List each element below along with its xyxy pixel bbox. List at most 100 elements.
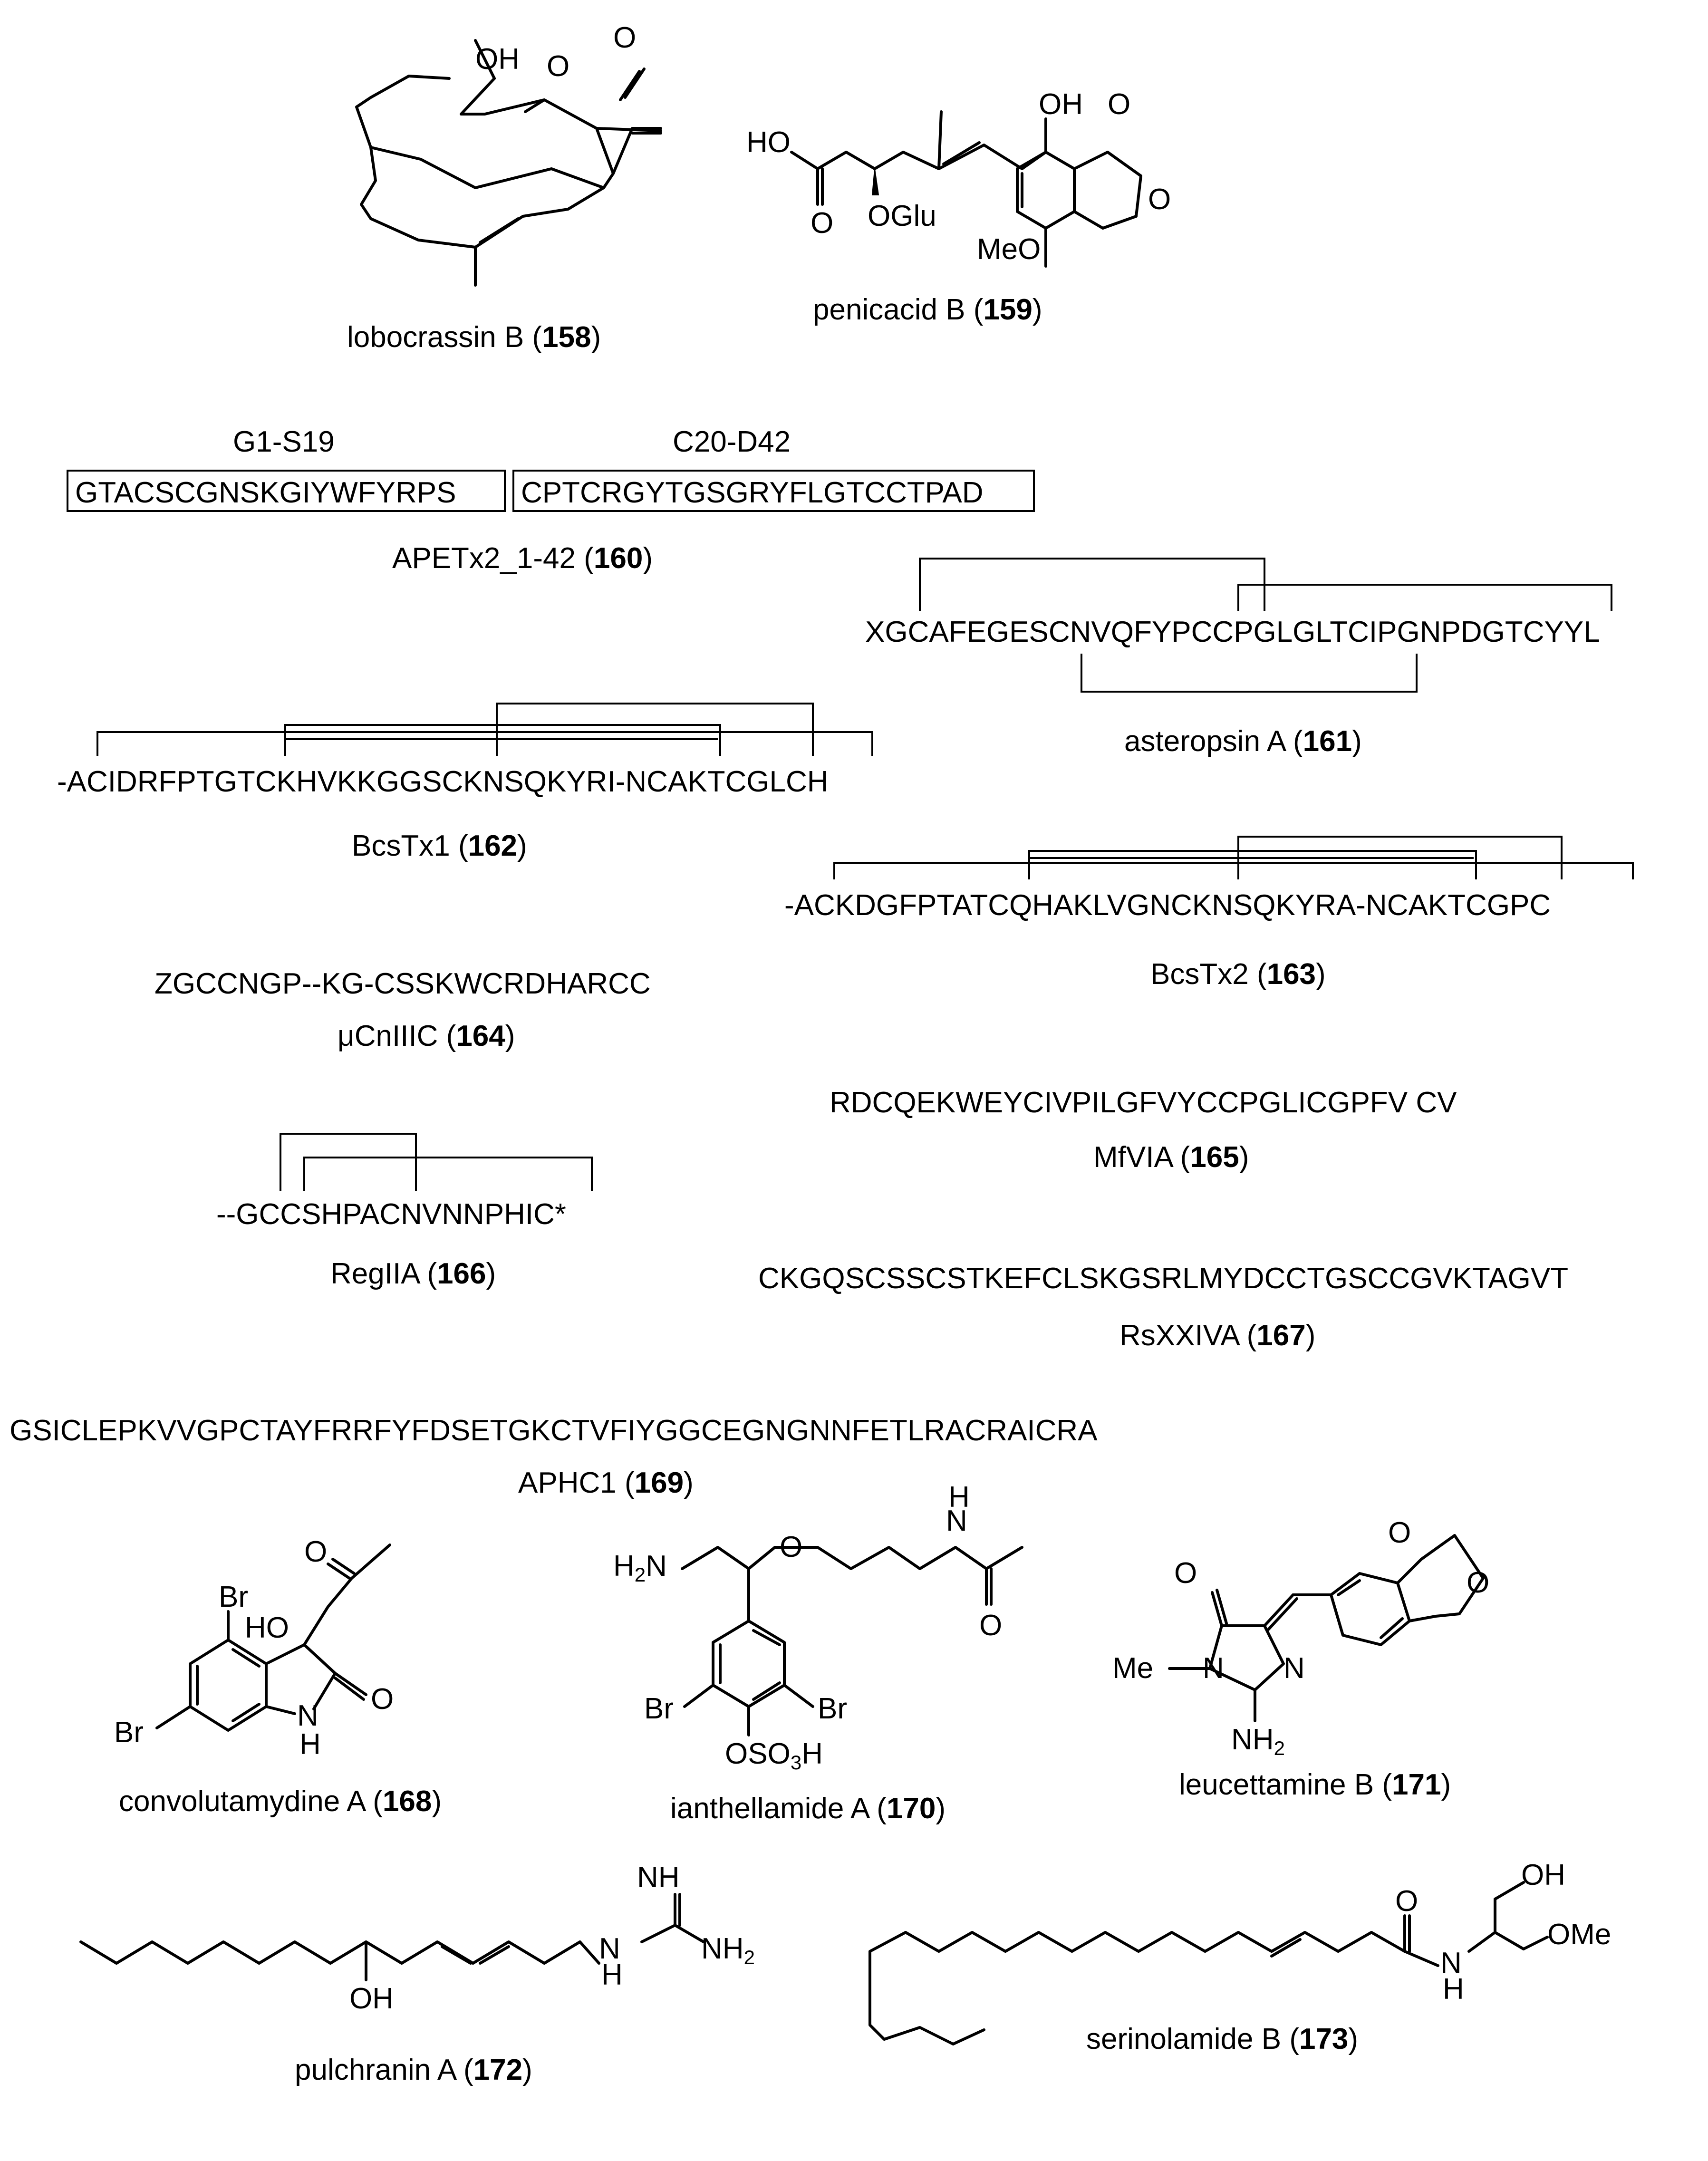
caption-158: lobocrassin B (158) [347, 321, 601, 354]
caption-159: penicacid B (159) [813, 293, 1042, 326]
caption-172-name: pulchranin A [295, 2054, 457, 2086]
caption-166-name: RegIIA [330, 1257, 421, 1290]
structure-171 [1168, 1534, 1485, 1722]
caption-164-prefix: μ [338, 1020, 355, 1052]
caption-167-name: RsXXIVA [1119, 1319, 1240, 1352]
atom-170-o-ether: O [780, 1531, 802, 1563]
structure-168 [155, 1544, 391, 1732]
caption-162-id: 162 [468, 830, 517, 862]
structure-172 [79, 1893, 705, 1981]
atom-159-meo: MeO [977, 233, 1041, 266]
atom-168-o-ketone: O [304, 1535, 327, 1568]
atom-168-h: H [299, 1728, 321, 1761]
atom-170-h2n: H2N [613, 1550, 667, 1586]
caption-167: RsXXIVA (167) [1119, 1319, 1315, 1352]
atom-172-oh: OH [349, 1982, 394, 2015]
atom-170-n: N [946, 1505, 967, 1537]
caption-163: BcsTx2 (163) [1150, 958, 1326, 991]
box-160-2 [512, 470, 1035, 512]
caption-160-id: 160 [594, 542, 643, 575]
wedge-159 [871, 168, 879, 195]
caption-171-name: leucettamine B [1179, 1768, 1374, 1801]
disulfide-161 [919, 558, 1612, 693]
atom-171-n2: N [1283, 1652, 1305, 1685]
caption-159-name: penicacid B [813, 293, 965, 326]
atom-171-o-ring1: O [1388, 1516, 1411, 1549]
caption-162-name: BcsTx1 [352, 830, 450, 862]
atom-168-br2: Br [114, 1716, 144, 1749]
atom-159-ho: HO [746, 126, 791, 159]
atom-159-o-lactone: O [1148, 183, 1171, 216]
atom-173-h: H [1443, 1973, 1464, 2006]
caption-161: asteropsin A (161) [1124, 725, 1362, 758]
atom-158-oh: OH [475, 43, 520, 76]
caption-168-name: convolutamydine A [119, 1785, 367, 1818]
sequence-166: --GCCSHPACNVNNPHIC* [216, 1198, 566, 1231]
atom-159-o-lactone-co: O [1108, 88, 1130, 121]
atom-168-ho: HO [245, 1611, 289, 1644]
sequence-164: ZGCCNGP--KG-CSSKWCRDHARCC [154, 967, 651, 1000]
caption-173-name: serinolamide B [1086, 2023, 1281, 2055]
atom-170-o-amide: O [979, 1609, 1002, 1642]
caption-162: BcsTx1 (162) [352, 830, 527, 862]
atom-171-nh2: NH2 [1231, 1723, 1285, 1759]
box-160-1 [67, 470, 506, 512]
sequence-165: RDCQEKWEYCIVPILGFVYCCPGLICGPFV CV [830, 1086, 1457, 1119]
caption-168: convolutamydine A (168) [119, 1785, 442, 1818]
caption-171: leucettamine B (171) [1179, 1768, 1451, 1801]
atom-172-nh: NH [637, 1861, 680, 1894]
disulfide-162 [96, 703, 873, 756]
atom-170-oso3h: OSO3H [725, 1737, 823, 1774]
caption-161-id: 161 [1303, 725, 1352, 758]
atom-171-o-ring2: O [1467, 1566, 1489, 1599]
caption-171-id: 171 [1392, 1768, 1441, 1801]
atom-173-oh: OH [1521, 1859, 1565, 1891]
caption-166: RegIIA (166) [330, 1257, 496, 1290]
sequence-160-2: CPTCRGYTGSGRYFLGTCCTPAD [521, 476, 984, 509]
atom-171-o-carbonyl: O [1174, 1557, 1197, 1590]
caption-161-name: asteropsin A [1124, 725, 1287, 758]
atom-159-oh: OH [1039, 88, 1083, 121]
caption-165-name: MfVIA [1093, 1141, 1174, 1174]
caption-160-name: APETx2_1-42 [392, 542, 576, 575]
caption-169: APHC1 (169) [518, 1466, 694, 1499]
sequence-169: GSICLEPKVVGPCTAYFRRFYFDSETGKCTVFIYGGCEGN… [10, 1414, 1098, 1447]
caption-164-name: CnIIIC [355, 1020, 438, 1052]
caption-159-id: 159 [983, 293, 1032, 326]
atom-171-n1: N [1203, 1652, 1224, 1685]
sequence-163: -ACKDGFPTATCQHAKLVGNCKNSQKYRA-NCAKTCGPC [784, 889, 1551, 922]
caption-170: ianthellamide A (170) [670, 1792, 946, 1825]
caption-170-name: ianthellamide A [670, 1792, 870, 1825]
atom-158-o-carbonyl: O [613, 21, 636, 54]
caption-172-id: 172 [473, 2054, 522, 2086]
atom-173-o: O [1395, 1885, 1418, 1918]
structure-170 [681, 1546, 1023, 1737]
caption-163-id: 163 [1267, 958, 1316, 991]
caption-158-id: 158 [542, 321, 591, 354]
disulfide-163 [833, 836, 1634, 879]
atom-168-o-amide: O [371, 1683, 394, 1716]
structure-158 [355, 39, 662, 287]
atom-159-o-acid: O [811, 207, 833, 240]
caption-166-id: 166 [437, 1257, 486, 1290]
caption-164-id: 164 [456, 1020, 505, 1052]
caption-169-id: 169 [635, 1466, 684, 1499]
segment-160-label-1: G1-S19 [233, 425, 335, 458]
caption-160: APETx2_1-42 (160) [392, 542, 653, 575]
sequence-162: -ACIDRFPTGTCKHVKKGGSCKNSQKYRI-NCAKTCGLCH [57, 765, 829, 798]
caption-170-id: 170 [887, 1792, 936, 1825]
structure-173 [868, 1881, 1549, 2045]
caption-172: pulchranin A (172) [295, 2054, 532, 2086]
caption-167-id: 167 [1256, 1319, 1305, 1352]
atom-171-me: Me [1112, 1652, 1153, 1685]
atom-168-br1: Br [219, 1581, 248, 1613]
caption-158-name: lobocrassin B [347, 321, 524, 354]
caption-165-id: 165 [1190, 1141, 1239, 1174]
sequence-167: CKGQSCSSCSTKEFCLSKGSRLMYDCCTGSCCGVKTAGVT [758, 1262, 1568, 1295]
caption-173-id: 173 [1299, 2023, 1348, 2055]
caption-163-name: BcsTx2 [1150, 958, 1249, 991]
caption-169-name: APHC1 [518, 1466, 617, 1499]
sequence-161: XGCAFEGESCNVQFYPCCPGLGLTCIPGNPDGTCYYL [865, 616, 1600, 648]
atom-172-nh2: NH2 [701, 1932, 755, 1968]
